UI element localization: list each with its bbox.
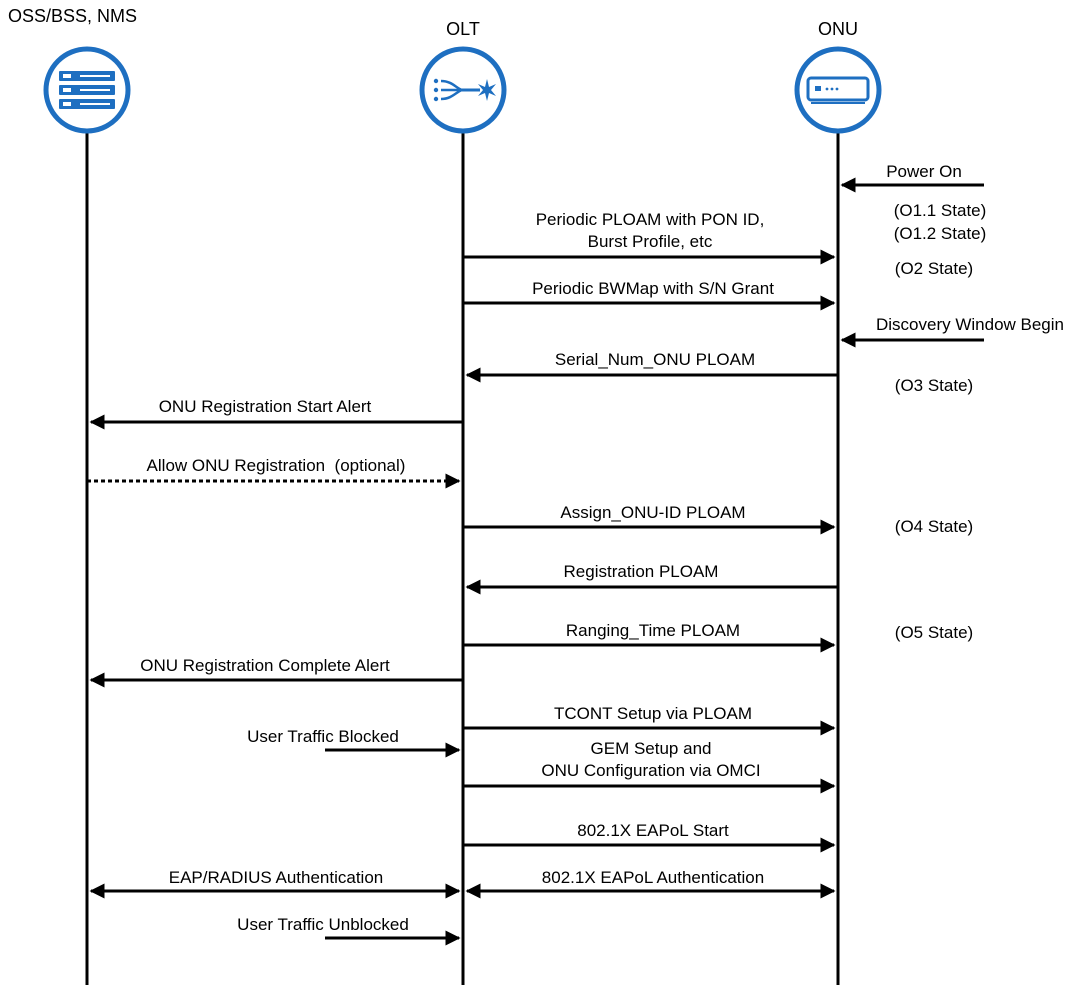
label-discovery-window: Discovery Window Begin	[876, 315, 1064, 334]
label-ploam-line1: Periodic PLOAM with PON ID,	[536, 210, 765, 229]
label-eapol-start: 802.1X EAPoL Start	[577, 821, 729, 840]
label-reg-complete-alert: ONU Registration Complete Alert	[140, 656, 390, 675]
state-o1-1: (O1.1 State)	[894, 201, 987, 220]
actor-label-onu: ONU	[818, 19, 858, 39]
optical-splitter-icon	[419, 46, 507, 134]
actor-label-nms: OSS/BSS, NMS	[8, 6, 137, 26]
state-o5: (O5 State)	[895, 623, 973, 642]
label-eapol-auth: 802.1X EAPoL Authentication	[542, 868, 764, 887]
label-ranging-time: Ranging_Time PLOAM	[566, 621, 740, 640]
label-power-on: Power On	[886, 162, 962, 181]
label-bwmap: Periodic BWMap with S/N Grant	[532, 279, 774, 298]
state-o2: (O2 State)	[895, 259, 973, 278]
label-registration-ploam: Registration PLOAM	[564, 562, 719, 581]
label-reg-start-alert: ONU Registration Start Alert	[159, 397, 372, 416]
label-tcont-setup: TCONT Setup via PLOAM	[554, 704, 752, 723]
label-serial-num: Serial_Num_ONU PLOAM	[555, 350, 755, 369]
server-rack-icon	[43, 46, 131, 134]
label-gem-line2: ONU Configuration via OMCI	[541, 761, 760, 780]
state-o4: (O4 State)	[895, 517, 973, 536]
label-traffic-unblocked: User Traffic Unblocked	[237, 915, 409, 934]
label-traffic-blocked: User Traffic Blocked	[247, 727, 399, 746]
label-gem-line1: GEM Setup and	[591, 739, 712, 758]
label-ploam-line2: Burst Profile, etc	[588, 232, 713, 251]
label-eap-radius: EAP/RADIUS Authentication	[169, 868, 384, 887]
label-assign-onu-id: Assign_ONU-ID PLOAM	[560, 503, 745, 522]
actor-label-olt: OLT	[446, 19, 480, 39]
state-o3: (O3 State)	[895, 376, 973, 395]
network-device-icon	[794, 46, 882, 134]
label-allow-reg: Allow ONU Registration (optional)	[147, 456, 406, 475]
state-o1-2: (O1.2 State)	[894, 224, 987, 243]
